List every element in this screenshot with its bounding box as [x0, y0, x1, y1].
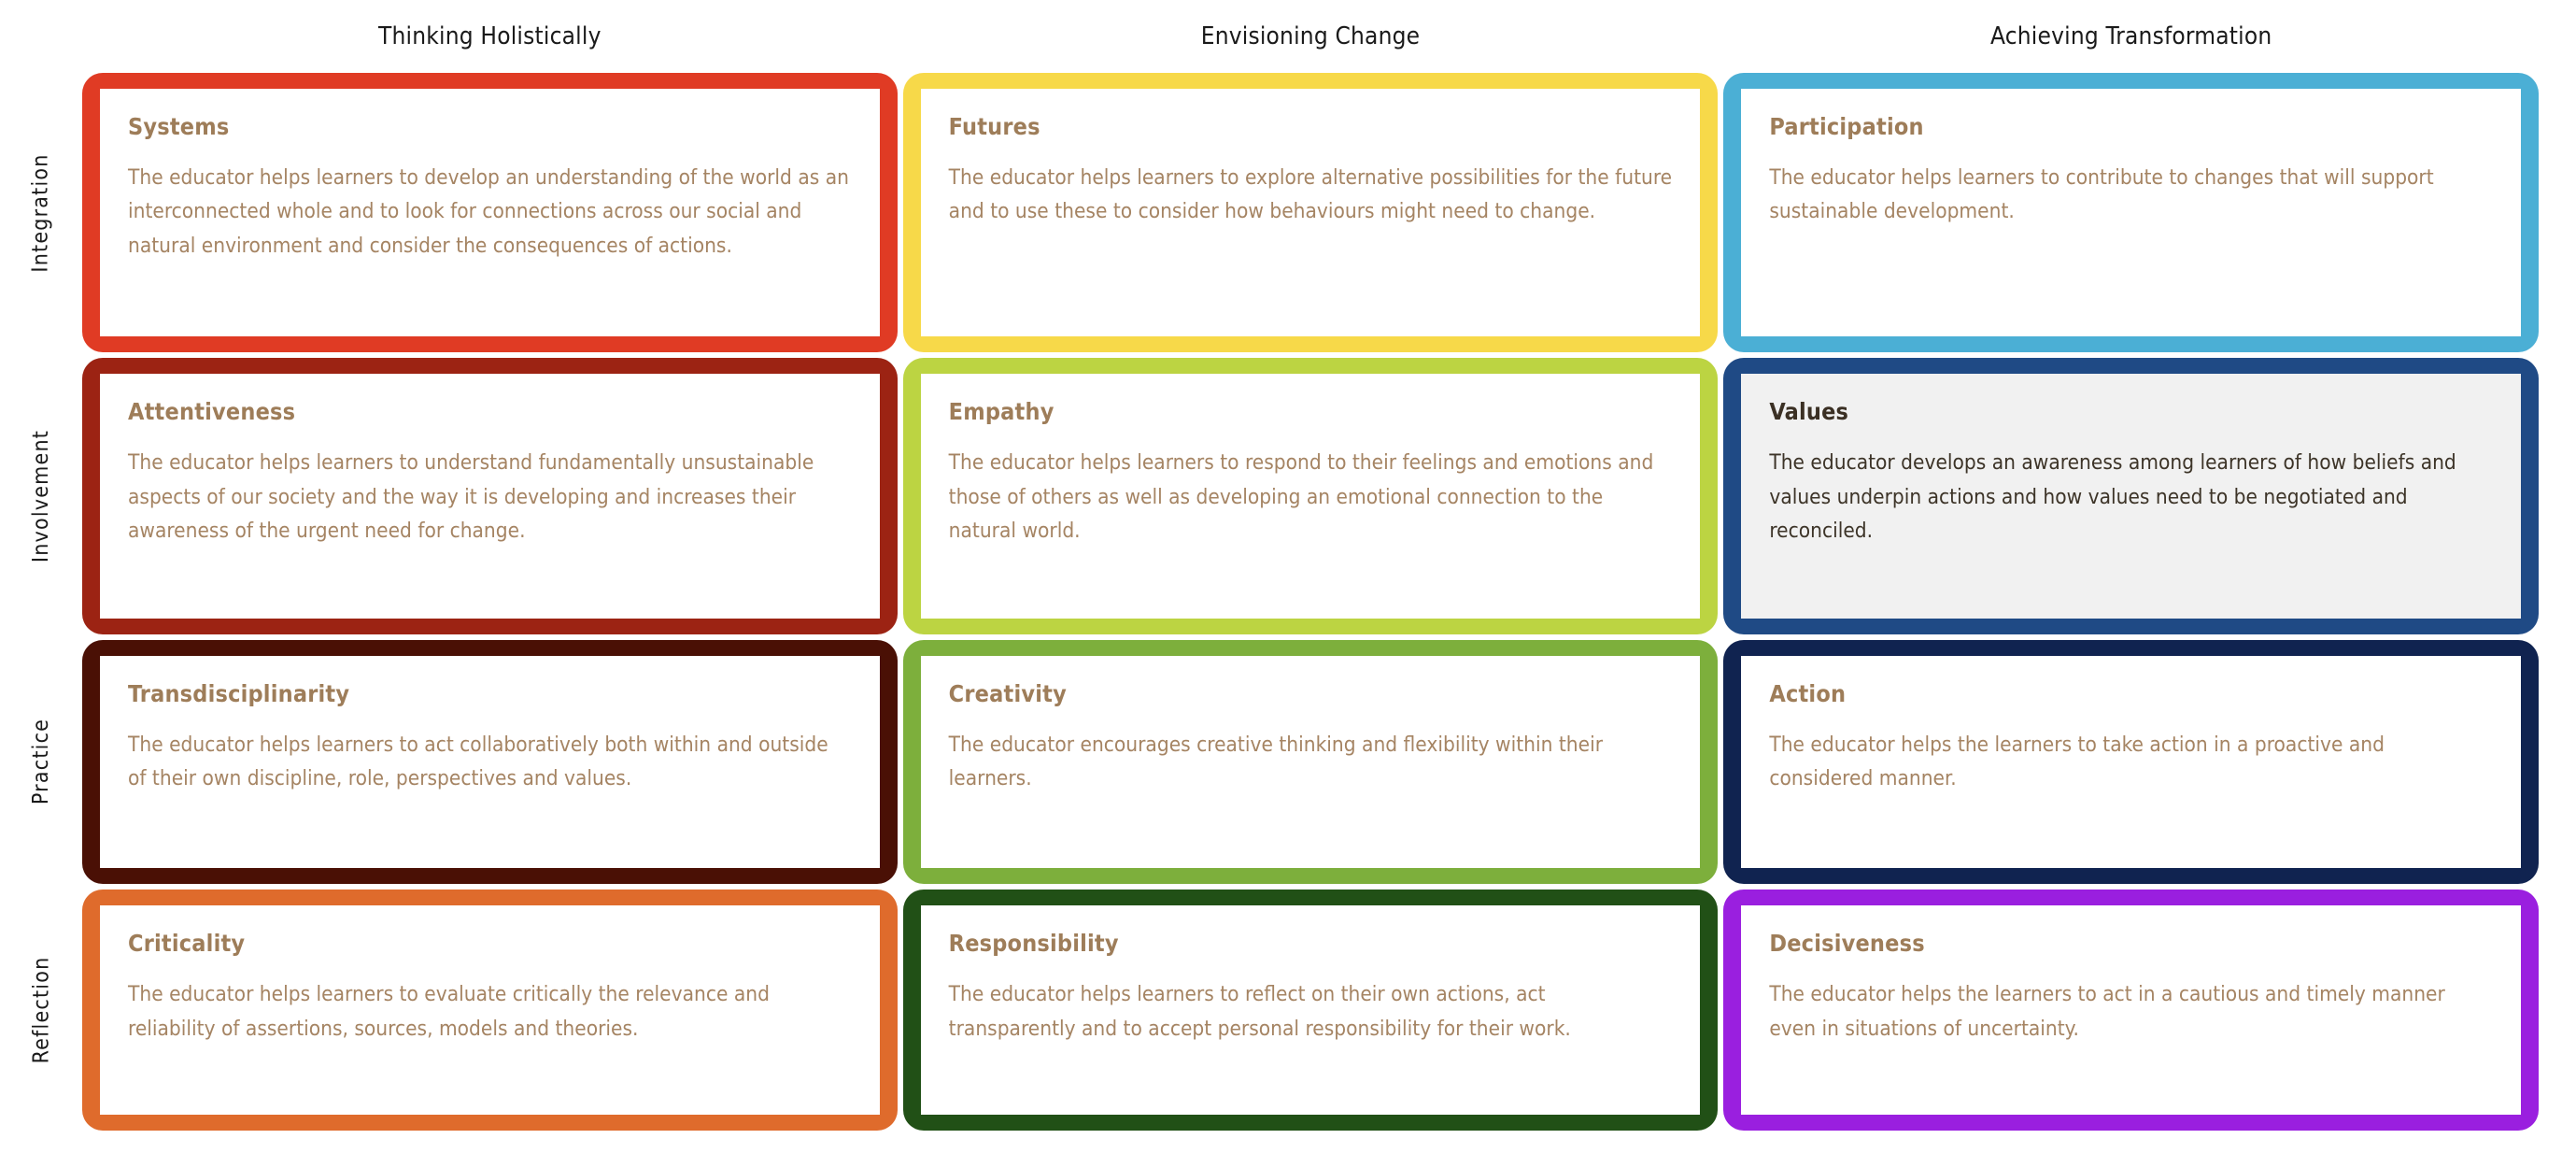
- card-title: Creativity: [948, 679, 1067, 707]
- card-description: The educator helps learners to understan…: [128, 450, 814, 544]
- card-attentiveness[interactable]: Attentiveness The educator helps learner…: [82, 358, 898, 634]
- card-title: Empathy: [948, 398, 1054, 426]
- card-participation[interactable]: Participation The educator helps learner…: [1723, 73, 2540, 353]
- card-title: Responsibility: [948, 930, 1119, 958]
- row-cells: Criticality The educator helps learners …: [82, 890, 2576, 1131]
- card-description: The educator helps learners to develop a…: [128, 165, 849, 258]
- row-header-reflection: Reflection: [0, 890, 82, 1131]
- card-inner: Responsibility The educator helps learne…: [920, 905, 1701, 1115]
- card-description: The educator helps learners to reflect o…: [948, 982, 1571, 1041]
- card-transdisciplinarity[interactable]: Transdisciplinarity The educator helps l…: [82, 639, 898, 885]
- card-inner: Values The educator develops an awarenes…: [1741, 374, 2522, 619]
- row-header-label: Involvement: [29, 429, 54, 563]
- card-description: The educator helps learners to respond t…: [948, 450, 1654, 544]
- column-header-achieving-transformation: Achieving Transformation: [1723, 0, 2539, 73]
- card-title: Participation: [1769, 113, 1924, 140]
- card-inner: Futures The educator helps learners to e…: [920, 89, 1701, 337]
- card-action[interactable]: Action The educator helps the learners t…: [1723, 639, 2540, 885]
- card-inner: Criticality The educator helps learners …: [100, 905, 880, 1115]
- card-title: Action: [1769, 679, 1847, 707]
- card-title: Attentiveness: [128, 398, 296, 426]
- card-inner: Action The educator helps the learners t…: [1741, 655, 2522, 869]
- card-systems[interactable]: Systems The educator helps learners to d…: [82, 73, 898, 353]
- column-header-label: Achieving Transformation: [1989, 22, 2272, 50]
- card-decisiveness[interactable]: Decisiveness The educator helps the lear…: [1723, 890, 2540, 1131]
- row-header-label: Integration: [29, 153, 53, 273]
- card-inner: Attentiveness The educator helps learner…: [100, 374, 880, 619]
- matrix-row-reflection: Reflection Criticality The educator help…: [0, 890, 2576, 1131]
- card-inner: Participation The educator helps learner…: [1741, 89, 2522, 337]
- card-description: The educator helps the learners to act i…: [1769, 982, 2445, 1041]
- row-header-involvement: Involvement: [0, 358, 82, 633]
- card-futures[interactable]: Futures The educator helps learners to e…: [902, 73, 1719, 353]
- card-description: The educator helps learners to explore a…: [948, 165, 1673, 224]
- card-description: The educator develops an awareness among…: [1769, 450, 2456, 544]
- card-title: Criticality: [128, 930, 246, 958]
- row-header-label: Reflection: [29, 956, 54, 1064]
- card-description: The educator encourages creative thinkin…: [948, 732, 1604, 791]
- card-empathy[interactable]: Empathy The educator helps learners to r…: [902, 358, 1719, 634]
- card-creativity[interactable]: Creativity The educator encourages creat…: [902, 639, 1719, 885]
- card-description: The educator helps the learners to take …: [1769, 732, 2385, 791]
- card-description: The educator helps learners to act colla…: [128, 732, 828, 791]
- column-header-label: Thinking Holistically: [378, 22, 602, 50]
- row-header-label: Practice: [29, 719, 54, 805]
- matrix-row-practice: Practice Transdisciplinarity The educato…: [0, 639, 2576, 885]
- card-inner: Empathy The educator helps learners to r…: [920, 374, 1701, 619]
- column-header-envisioning-change: Envisioning Change: [903, 0, 1719, 73]
- card-title: Systems: [128, 113, 230, 140]
- card-title: Values: [1769, 398, 1849, 426]
- card-criticality[interactable]: Criticality The educator helps learners …: [82, 890, 898, 1131]
- matrix-body: Integration Systems The educator helps l…: [0, 73, 2576, 1131]
- card-title: Futures: [948, 113, 1040, 140]
- card-inner: Decisiveness The educator helps the lear…: [1741, 905, 2522, 1115]
- card-title: Decisiveness: [1769, 930, 1925, 958]
- column-header-thinking-holistically: Thinking Holistically: [82, 0, 898, 73]
- column-header-row: Thinking Holistically Envisioning Change…: [82, 0, 2539, 73]
- card-inner: Creativity The educator encourages creat…: [920, 655, 1701, 869]
- row-header-integration: Integration: [0, 73, 82, 352]
- card-description: The educator helps learners to contribut…: [1769, 165, 2434, 224]
- card-values[interactable]: Values The educator develops an awarenes…: [1723, 358, 2540, 634]
- matrix-row-integration: Integration Systems The educator helps l…: [0, 73, 2576, 353]
- card-inner: Systems The educator helps learners to d…: [100, 89, 880, 337]
- card-responsibility[interactable]: Responsibility The educator helps learne…: [902, 890, 1719, 1131]
- card-description: The educator helps learners to evaluate …: [128, 982, 770, 1041]
- card-title: Transdisciplinarity: [128, 679, 350, 707]
- column-header-label: Envisioning Change: [1200, 22, 1421, 50]
- row-cells: Systems The educator helps learners to d…: [82, 73, 2576, 353]
- card-inner: Transdisciplinarity The educator helps l…: [100, 655, 880, 869]
- row-cells: Attentiveness The educator helps learner…: [82, 358, 2576, 634]
- row-header-practice: Practice: [0, 640, 82, 885]
- row-cells: Transdisciplinarity The educator helps l…: [82, 639, 2576, 885]
- matrix-row-involvement: Involvement Attentiveness The educator h…: [0, 358, 2576, 634]
